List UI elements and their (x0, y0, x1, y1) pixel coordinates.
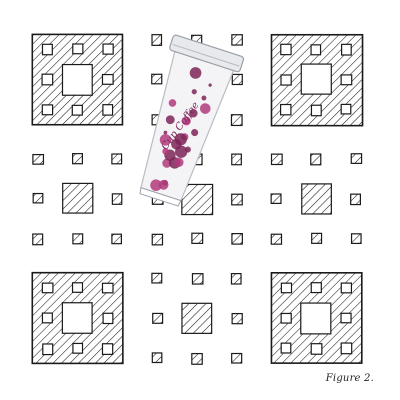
carpet-small-square (232, 314, 242, 324)
carpet-small-hole (281, 343, 291, 353)
carpet-mid-square (63, 183, 93, 213)
carpet-small-square (232, 234, 242, 244)
carpet-small-square (152, 74, 162, 84)
carpet-small-hole (103, 105, 113, 115)
carpet-small-hole (43, 344, 53, 355)
carpet-small-square (272, 154, 283, 164)
carpet-small-square (231, 274, 241, 284)
carpet-small-square (153, 313, 163, 323)
carpet-small-square (271, 194, 281, 203)
carpet-centre-hole (301, 303, 331, 334)
carpet-small-hole (281, 313, 291, 323)
carpet-small-hole (42, 105, 52, 115)
carpet-small-square (352, 234, 361, 244)
carpet-small-square (311, 154, 321, 165)
carpet-small-square (351, 194, 361, 204)
carpet-small-hole (103, 313, 113, 323)
carpet-small-hole (73, 44, 83, 54)
carpet-small-square (232, 354, 242, 363)
carpet-small-hole (73, 283, 83, 293)
carpet-small-hole (311, 283, 321, 293)
carpet-small-hole (341, 343, 351, 354)
carpet-mid-square (182, 303, 212, 333)
carpet-small-hole (341, 283, 351, 293)
carpet-small-square (152, 35, 161, 46)
carpet-small-hole (281, 75, 291, 85)
carpet-centre-hole (301, 64, 331, 94)
carpet-mid-square (302, 184, 332, 214)
carpet-small-square (192, 274, 202, 284)
carpet-small-hole (342, 44, 352, 55)
figure-caption: Figure 2. (326, 373, 374, 384)
paper-cup-photo: Cup Coffee (124, 34, 244, 211)
carpet-small-square (192, 233, 203, 243)
carpet-small-hole (42, 283, 53, 293)
carpet-small-hole (281, 105, 291, 115)
carpet-small-square (152, 234, 162, 245)
carpet-small-hole (341, 104, 351, 114)
carpet-small-square (271, 234, 281, 244)
carpet-small-square (312, 233, 322, 243)
carpet-small-square (112, 194, 121, 204)
carpet-mid-square (182, 184, 213, 214)
carpet-small-hole (281, 44, 291, 54)
carpet-small-hole (102, 344, 112, 355)
carpet-small-hole (341, 313, 351, 322)
carpet-small-hole (311, 344, 322, 355)
carpet-small-hole (42, 74, 53, 85)
carpet-small-square (232, 35, 242, 45)
carpet-small-hole (42, 44, 52, 54)
carpet-small-square (33, 234, 43, 245)
carpet-small-square (73, 234, 83, 244)
carpet-small-square (232, 154, 242, 165)
carpet-small-square (33, 194, 43, 203)
carpet-small-square (152, 273, 162, 283)
carpet-small-square (232, 74, 242, 84)
carpet-small-hole (281, 283, 291, 293)
carpet-small-square (232, 194, 242, 205)
carpet-small-square (192, 354, 202, 365)
carpet-small-square (112, 234, 121, 243)
carpet-small-hole (73, 343, 83, 353)
carpet-small-square (152, 353, 161, 363)
carpet-small-square (231, 115, 242, 126)
carpet-small-hole (72, 105, 82, 115)
carpet-small-hole (341, 75, 352, 85)
carpet-small-square (33, 155, 44, 165)
carpet-small-square (112, 154, 122, 164)
carpet-small-hole (311, 105, 321, 115)
carpet-small-hole (311, 45, 320, 55)
carpet-small-hole (103, 44, 113, 54)
carpet-small-square (351, 154, 361, 164)
carpet-small-hole (102, 283, 112, 293)
carpet-centre-hole (62, 303, 92, 334)
carpet-small-square (73, 154, 83, 164)
carpet-centre-hole (62, 65, 92, 96)
carpet-small-hole (42, 313, 52, 323)
carpet-small-hole (102, 75, 113, 85)
